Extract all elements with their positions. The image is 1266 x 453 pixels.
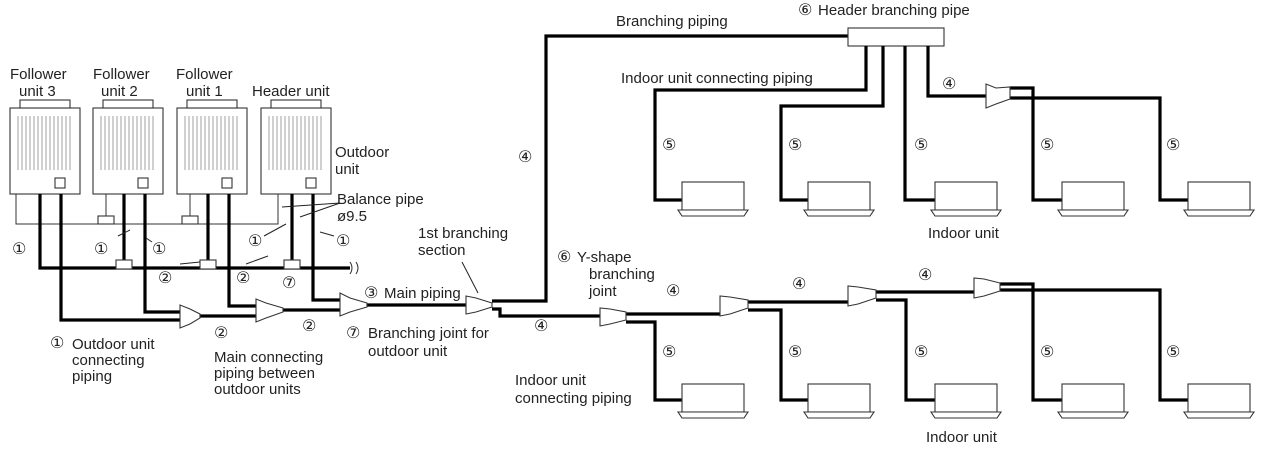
first-branching-joint (465, 295, 493, 315)
marker-5: ⑤ (914, 135, 928, 154)
marker-5: ⑤ (662, 342, 676, 361)
marker-6: ⑥ (798, 0, 812, 19)
marker-1: ① (50, 333, 64, 352)
label-indoor-unit-lower: Indoor unit (926, 429, 998, 446)
marker-2: ② (214, 323, 228, 342)
marker-1: ① (12, 239, 26, 258)
label-main-piping: Main piping (384, 285, 461, 302)
label-outdoor-connecting-line3: piping (72, 368, 112, 385)
marker-4: ④ (534, 316, 548, 335)
label-y-shape-line3: joint (588, 283, 617, 300)
marker-1: ① (94, 239, 108, 258)
marker-4: ④ (918, 265, 932, 284)
outdoor-branching-joint-2 (255, 298, 284, 323)
label-y-shape-line2: branching (589, 266, 655, 283)
lower-y-joint-4 (973, 277, 1001, 299)
marker-2: ② (158, 268, 172, 287)
label-indoor-connecting-lower-line1: Indoor unit (515, 372, 587, 389)
balance-pipe (15, 194, 279, 225)
marker-5: ⑤ (662, 135, 676, 154)
marker-4: ④ (518, 147, 532, 166)
marker-7: ⑦ (346, 323, 360, 342)
branching-piping-upper (492, 34, 848, 303)
upper-indoor-piping (653, 46, 1188, 202)
marker-4: ④ (666, 281, 680, 300)
label-follower-unit-3-line1: Follower (10, 66, 67, 83)
outdoor-unit-follower-3 (9, 99, 81, 195)
label-first-branching-line2: section (418, 242, 466, 259)
outdoor-unit-follower-2 (92, 99, 164, 195)
label-main-connecting-line3: outdoor units (214, 381, 301, 398)
outdoor-unit-follower-1 (176, 99, 248, 195)
marker-7: ⑦ (282, 273, 296, 292)
label-outdoor-unit-line2: unit (335, 161, 360, 178)
indoor-unit (676, 383, 750, 419)
label-header-unit: Header unit (252, 83, 330, 100)
lower-indoor-piping (626, 282, 1188, 402)
indoor-unit (802, 383, 876, 419)
marker-5: ⑤ (1166, 135, 1180, 154)
indoor-unit (1182, 383, 1256, 419)
label-follower-unit-2-line2: unit 2 (101, 83, 138, 100)
marker-5: ⑤ (1166, 342, 1180, 361)
label-indoor-connecting-upper: Indoor unit connecting piping (621, 70, 813, 87)
outdoor-piping (38, 194, 466, 322)
label-main-connecting-line1: Main connecting (214, 349, 323, 366)
indoor-unit (1056, 383, 1130, 419)
label-branching-joint-outdoor-line2: outdoor unit (368, 343, 448, 360)
indoor-unit (676, 181, 750, 217)
indoor-unit (929, 181, 1003, 217)
marker-2: ② (236, 268, 250, 287)
marker-2: ② (302, 316, 316, 335)
indoor-unit (1182, 181, 1256, 217)
header-branching-pipe (847, 27, 945, 47)
label-outdoor-unit-line1: Outdoor (335, 144, 389, 161)
marker-5: ⑤ (1040, 342, 1054, 361)
outdoor-unit-header (260, 99, 332, 195)
label-follower-unit-1-line2: unit 1 (186, 83, 223, 100)
marker-5: ⑤ (914, 342, 928, 361)
main-line-lower (492, 307, 600, 318)
label-follower-unit-3-line2: unit 3 (19, 83, 56, 100)
label-y-shape-line1: Y-shape (577, 249, 632, 266)
label-balance-pipe-size: ø9.5 (337, 208, 367, 225)
marker-3: ③ (364, 283, 378, 302)
lower-y-joint-2 (719, 295, 749, 317)
label-indoor-unit-upper: Indoor unit (928, 225, 1000, 242)
lower-y-joint-3 (847, 285, 877, 307)
indoor-unit (802, 181, 876, 217)
marker-5: ⑤ (788, 135, 802, 154)
indoor-unit (1056, 181, 1130, 217)
outdoor-branching-joint-1 (179, 304, 201, 329)
label-follower-unit-2-line1: Follower (93, 66, 150, 83)
marker-5: ⑤ (1040, 135, 1054, 154)
label-outdoor-connecting-line2: connecting (72, 352, 145, 369)
lower-y-joint-1 (599, 307, 627, 327)
label-balance-pipe: Balance pipe (337, 191, 424, 208)
leader-lines (117, 202, 479, 294)
label-indoor-connecting-lower-line2: connecting piping (515, 390, 632, 407)
marker-1: ① (248, 231, 262, 250)
label-header-branching-pipe: Header branching pipe (818, 2, 970, 19)
label-outdoor-connecting-line1: Outdoor unit (72, 336, 155, 353)
indoor-unit (929, 383, 1003, 419)
label-branching-piping: Branching piping (616, 13, 728, 30)
marker-5: ⑤ (788, 342, 802, 361)
marker-1: ① (336, 231, 350, 250)
marker-6: ⑥ (557, 247, 571, 266)
outdoor-branching-joint-3 (339, 292, 368, 317)
label-main-connecting-line2: piping between (214, 365, 315, 382)
upper-y-joint (985, 83, 1011, 109)
marker-4: ④ (792, 274, 806, 293)
number-markers: ① ① ① ① ① ① ② ② ② ② ③ ④ ④ ④ ④ ④ ④ ⑤ ⑤ ⑤ … (12, 0, 1180, 361)
label-first-branching-line1: 1st branching (418, 225, 508, 242)
marker-1: ① (152, 239, 166, 258)
marker-4: ④ (942, 74, 956, 93)
label-branching-joint-outdoor-line1: Branching joint for (368, 325, 489, 342)
label-follower-unit-1-line1: Follower (176, 66, 233, 83)
